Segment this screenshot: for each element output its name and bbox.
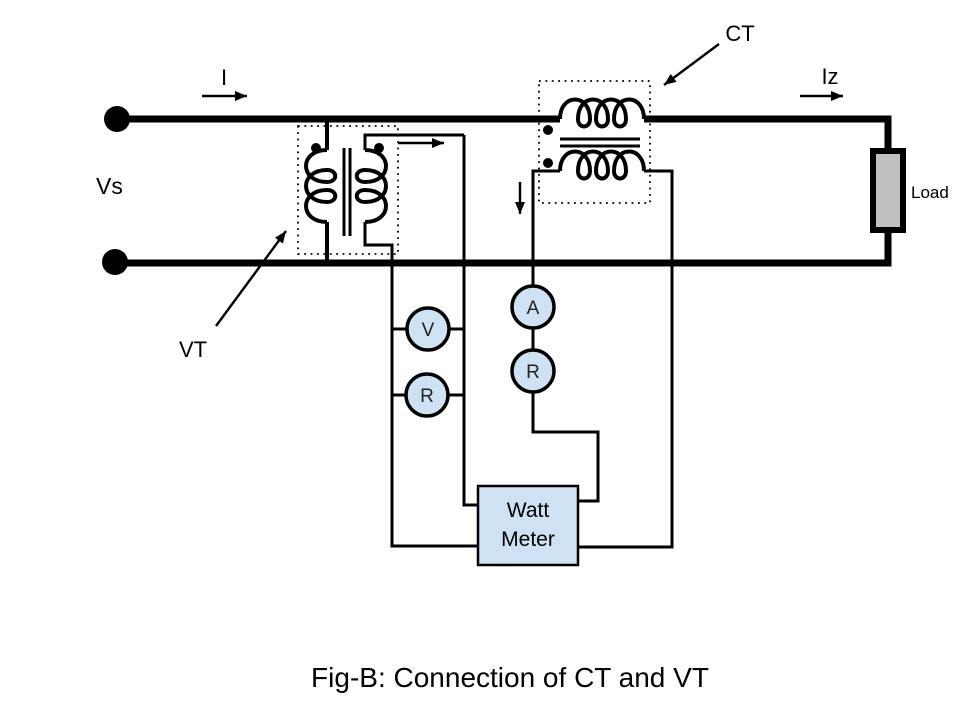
voltmeter-label: V — [422, 320, 435, 341]
vt-primary-polarity-dot — [311, 143, 321, 153]
vt-transformer — [297, 119, 478, 548]
voltmeter-circle — [405, 306, 451, 352]
load-resistor — [870, 148, 906, 233]
ct-primary-polarity-dot — [543, 125, 553, 135]
vt-core — [342, 148, 352, 236]
ct-primary-coil — [558, 97, 646, 129]
vt-pointer-arrow — [215, 230, 287, 327]
ct-core — [560, 137, 640, 148]
ct-metering-branch: A R — [510, 284, 600, 503]
ct-pointer-arrow — [663, 43, 720, 86]
vt-secondary-wire-right — [462, 135, 478, 507]
watt-meter-label-line1: Watt — [507, 499, 550, 522]
ct-secondary-wire-right — [578, 169, 674, 549]
ct-label: CT — [725, 21, 754, 46]
power-circuit — [102, 106, 892, 275]
ct-secondary-wire-left — [531, 169, 560, 286]
ct-secondary-polarity-dot — [543, 158, 553, 168]
load-current-label: Iz — [821, 64, 838, 89]
vt-boundary-box — [297, 125, 399, 255]
vt-secondary-top-lead — [363, 133, 464, 150]
vt-metering-branch: V R — [392, 306, 464, 418]
vt-label: VT — [179, 337, 207, 362]
watt-meter: Watt Meter — [476, 484, 580, 567]
vt-secondary-polarity-dot — [374, 143, 384, 153]
annotations: Vs I Iz CT VT — [96, 21, 843, 362]
ct-boundary-box — [538, 80, 651, 204]
ct-transformer — [531, 80, 674, 549]
vs-label: Vs — [96, 173, 123, 199]
ct-burden-to-wattmeter-wire — [531, 392, 600, 503]
watt-meter-label-line2: Meter — [501, 528, 555, 551]
vt-secondary-coil — [354, 148, 388, 224]
load-component: Load — [870, 148, 949, 233]
ct-burden-resistor-label: R — [526, 362, 540, 383]
line-current-label: I — [221, 65, 227, 90]
ammeter-label: A — [527, 298, 540, 319]
watt-meter-box — [476, 484, 580, 567]
ct-secondary-coil — [558, 149, 646, 181]
vt-primary-coil — [304, 148, 338, 224]
load-label: Load — [911, 183, 949, 202]
figure-caption: Fig-B: Connection of CT and VT — [311, 662, 709, 693]
vt-secondary-wire-left — [363, 222, 478, 548]
vt-burden-resistor-circle — [404, 372, 450, 418]
vt-burden-resistor-label: R — [420, 386, 434, 407]
